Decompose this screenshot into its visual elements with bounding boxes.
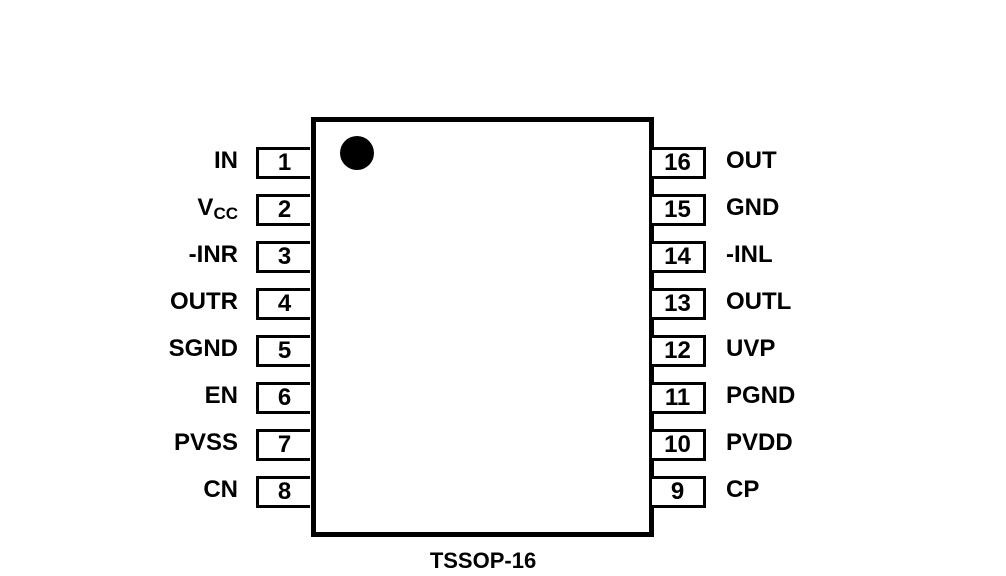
pin-number: 6: [277, 384, 292, 411]
pin-name: -INL: [726, 241, 773, 268]
pin-name: UVP: [726, 335, 776, 362]
pin-15-box: 15: [652, 194, 706, 226]
pin-number: 8: [277, 478, 292, 505]
pin-number: 7: [277, 431, 292, 458]
pin-number: 14: [664, 243, 691, 270]
pin-8-label: CN: [203, 475, 238, 505]
pin-3-label: -INR: [189, 240, 238, 270]
pin-number: 15: [664, 196, 691, 223]
pin-name: PGND: [726, 382, 796, 409]
pin-number: 12: [664, 337, 691, 364]
pin-12-box: 12: [652, 335, 706, 367]
pin-name: -INR: [188, 241, 238, 268]
pin-5-box: 5: [256, 335, 310, 367]
pin-number: 16: [664, 149, 691, 176]
pin-9-box: 9: [652, 476, 706, 508]
pin-name-subscript: CC: [213, 204, 238, 223]
pin-9-label: CP: [726, 475, 759, 505]
pin-14-box: 14: [652, 241, 706, 273]
pin-7-box: 7: [256, 429, 310, 461]
pin-name: CP: [726, 476, 760, 503]
pin-1-label: IN: [214, 146, 238, 176]
pin-2-label: VCC: [197, 193, 238, 229]
pin-13-box: 13: [652, 288, 706, 320]
pin-name: PVSS: [173, 429, 238, 456]
pin-2-box: 2: [256, 194, 310, 226]
pin-11-label: PGND: [726, 381, 795, 411]
pin-11-box: 11: [652, 382, 706, 414]
pin-name: PVDD: [726, 429, 793, 456]
pin-name: V: [197, 194, 214, 221]
pin-16-box: 16: [652, 147, 706, 179]
pin-number: 9: [670, 478, 685, 505]
pin-number: 2: [277, 196, 292, 223]
pin-8-box: 8: [256, 476, 310, 508]
pin-1-box: 1: [256, 147, 310, 179]
pin-10-label: PVDD: [726, 428, 793, 458]
pin-number: 10: [664, 431, 691, 458]
pin-16-label: OUT: [726, 146, 777, 176]
pin-name: OUTR: [170, 288, 238, 315]
pin-name: OUTL: [726, 288, 792, 315]
pin-12-label: UVP: [726, 334, 775, 364]
pin-15-label: GND: [726, 193, 779, 223]
ic-package-body: [311, 117, 654, 537]
pin-5-label: SGND: [169, 334, 238, 364]
pin-number: 11: [664, 384, 691, 411]
pin-7-label: PVSS: [174, 428, 238, 458]
pin-name: OUT: [726, 147, 777, 174]
pin-number: 5: [277, 337, 292, 364]
pin-3-box: 3: [256, 241, 310, 273]
pin-name: EN: [204, 382, 238, 409]
pin-number: 1: [277, 149, 292, 176]
pin-4-label: OUTR: [170, 287, 238, 317]
pin-6-label: EN: [205, 381, 238, 411]
pin-13-label: OUTL: [726, 287, 791, 317]
pin-name: GND: [726, 194, 780, 221]
pin-number: 13: [664, 290, 691, 317]
pin-name: SGND: [168, 335, 238, 362]
pin1-marker-dot: [340, 136, 374, 170]
pin-14-label: -INL: [726, 240, 773, 270]
pin-number: 3: [277, 243, 292, 270]
pin-name: CN: [203, 476, 238, 503]
pin-4-box: 4: [256, 288, 310, 320]
pin-name: IN: [214, 147, 238, 174]
pin-6-box: 6: [256, 382, 310, 414]
package-label: TSSOP-16: [429, 548, 537, 573]
pin-10-box: 10: [652, 429, 706, 461]
pin-number: 4: [277, 290, 292, 317]
